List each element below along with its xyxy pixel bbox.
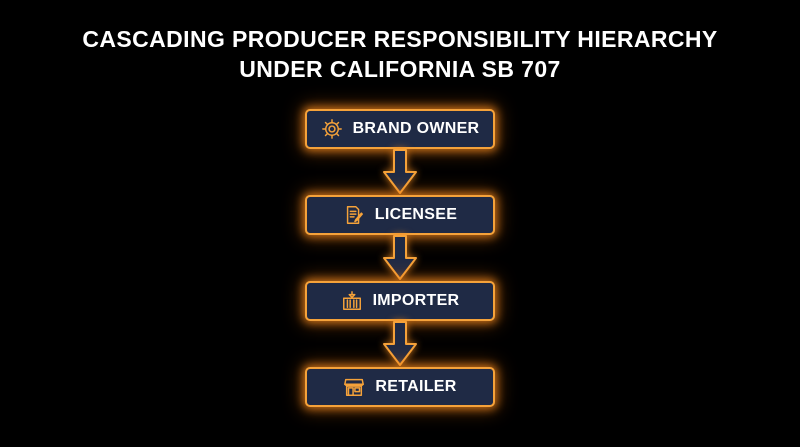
node-label: RETAILER xyxy=(375,378,457,395)
node-retailer: RETAILER xyxy=(305,367,495,407)
document-pen-icon xyxy=(343,204,365,226)
node-licensee: LICENSEE xyxy=(305,195,495,235)
node-label: IMPORTER xyxy=(372,292,460,309)
gear-icon xyxy=(321,118,343,140)
storefront-icon xyxy=(343,376,365,398)
title-line-2: UNDER CALIFORNIA SB 707 xyxy=(239,56,561,82)
title-line-1: CASCADING PRODUCER RESPONSIBILITY HIERAR… xyxy=(82,26,718,52)
node-importer: IMPORTER xyxy=(305,281,495,321)
down-arrow xyxy=(383,235,417,280)
shipping-container-icon xyxy=(341,290,363,312)
node-brand-owner: BRAND OWNER xyxy=(305,109,495,149)
down-arrow xyxy=(383,149,417,194)
diagram-title: CASCADING PRODUCER RESPONSIBILITY HIERAR… xyxy=(0,24,800,84)
down-arrow xyxy=(383,321,417,366)
node-label: LICENSEE xyxy=(374,206,458,223)
node-label: BRAND OWNER xyxy=(352,120,480,137)
